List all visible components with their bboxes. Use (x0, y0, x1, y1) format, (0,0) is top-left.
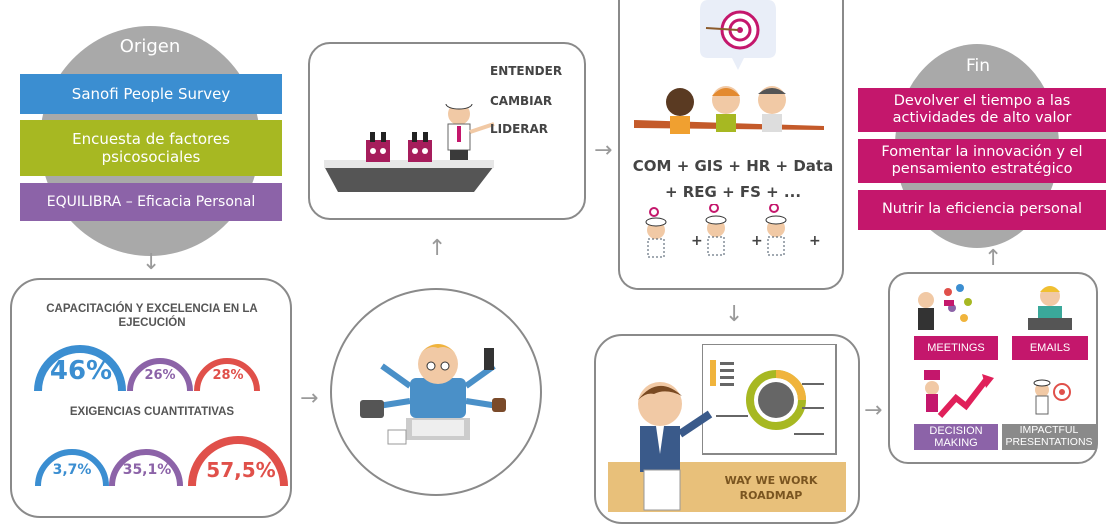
survey-heading-1: CAPACITACIÓN Y EXCELENCIA EN LA EJECUCIÓ… (46, 303, 258, 330)
arrow-right-1: → (300, 386, 319, 411)
roadmap-panel: WAY WE WORK ROADMAP (594, 334, 860, 524)
gauge-row-1 (34, 345, 260, 392)
arrow-right-3: → (864, 398, 883, 423)
presentation-icon (1033, 379, 1071, 415)
origin-item-survey: Sanofi People Survey (20, 74, 282, 114)
arrow-down-2: ↓ (725, 302, 744, 327)
fin-item-2: Fomentar la innovación y el pensamiento … (858, 139, 1106, 183)
origin-title: Origen (119, 36, 181, 57)
team-line-1: COM + GIS + HR + Data (632, 157, 834, 175)
origin-item-psicosocial: Encuesta de factores psicosociales (20, 120, 282, 176)
presenter (638, 382, 713, 511)
roadmap-label-2: ROADMAP (739, 489, 803, 502)
tile-meetings: MEETINGS (914, 336, 998, 360)
fin-item-3: Nutrir la eficiencia personal (858, 190, 1106, 230)
gauge-purple-2 (109, 449, 183, 487)
word-entender: ENTENDER (490, 64, 563, 78)
arrow-right-2: → (594, 138, 613, 163)
gauge-purple-1 (127, 358, 193, 392)
origin-item-equilibra: EQUILIBRA – Eficacia Personal (20, 183, 282, 221)
sailors-row (645, 204, 787, 258)
target-bubble (700, 0, 776, 70)
value-35-1: 35,1% (122, 462, 172, 478)
emails-icon (1028, 286, 1072, 330)
fin-item-1: Devolver el tiempo a las actividades de … (858, 88, 1106, 132)
survey-panel: CAPACITACIÓN Y EXCELENCIA EN LA EJECUCIÓ… (10, 278, 292, 518)
value-26: 26% (144, 368, 176, 383)
team-runners (634, 86, 824, 134)
tile-emails: EMAILS (1012, 336, 1088, 360)
ship-panel: ENTENDER CAMBIAR LIDERAR (308, 42, 586, 220)
arrow-up-1: ↑ (428, 236, 447, 261)
tile-decision-making: DECISION MAKING (914, 424, 998, 450)
gauge-blue-2 (35, 449, 109, 487)
plus-3: + (809, 233, 821, 249)
gauge-blue-1 (34, 345, 126, 392)
roadmap-label-1: WAY WE WORK (724, 474, 818, 487)
tile-impactful-presentations: IMPACTFUL PRESENTATIONS (1002, 424, 1096, 450)
survey-heading-2: EXIGENCIAS CUANTITATIVAS (69, 406, 235, 418)
arrow-down-1: ↓ (142, 250, 161, 275)
plus-1: + (691, 233, 703, 249)
value-3-7: 3,7% (52, 462, 92, 478)
value-46: 46% (49, 356, 113, 386)
tiles-panel: MEETINGS EMAILS DECISION MAKING IMPACTFU… (888, 272, 1098, 464)
plus-2: + (751, 233, 763, 249)
gauge-red-2 (188, 436, 288, 487)
arrow-up-2: ↑ (984, 246, 1003, 271)
value-57-5: 57,5% (206, 458, 276, 482)
word-cambiar: CAMBIAR (490, 94, 553, 108)
origin-block: Origen Sanofi People Survey Encuesta de … (0, 0, 300, 270)
fin-block: Fin Devolver el tiempo a las actividades… (852, 0, 1108, 250)
gauge-red-1 (194, 358, 260, 392)
decision-icon (924, 370, 994, 418)
fin-title: Fin (965, 56, 991, 76)
word-liderar: LIDERAR (490, 122, 549, 136)
roadmap-board (702, 344, 837, 455)
multitask-illustration (360, 344, 506, 445)
ship-illustration (324, 104, 495, 192)
team-panel: COM + GIS + HR + Data + REG + FS + ... +… (618, 0, 844, 290)
value-28: 28% (212, 368, 244, 383)
meetings-icon (918, 284, 972, 330)
gauge-row-2 (35, 436, 288, 487)
team-line-2: + REG + FS + ... (664, 183, 802, 201)
multitask-circle (330, 288, 542, 496)
